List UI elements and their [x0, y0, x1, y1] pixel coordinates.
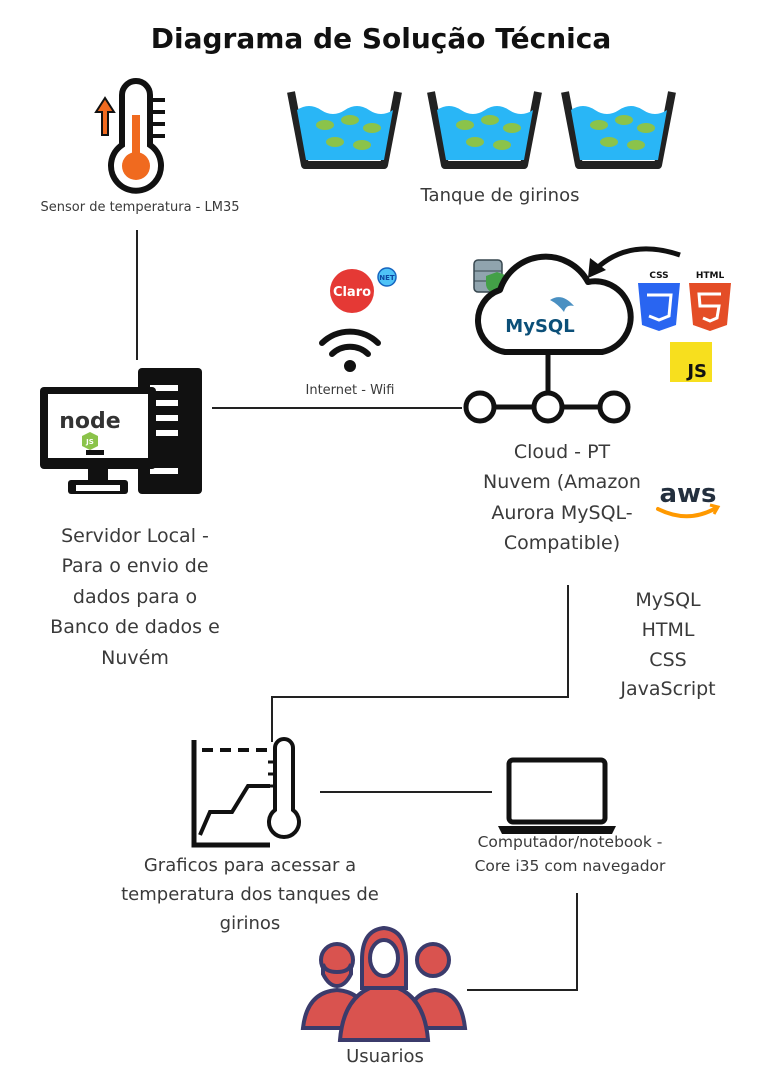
tadpole-tank-3 — [561, 91, 676, 169]
css-badge-text: CSS — [649, 271, 668, 281]
node-js-badge: JS — [85, 438, 94, 446]
html5-icon: HTML — [689, 271, 731, 331]
server-label: Servidor Local - Para o envio de dados p… — [20, 521, 250, 673]
computer-line-2: Core i35 com navegador — [474, 857, 666, 876]
server-line-2: Para o envio de — [61, 555, 209, 578]
tanks-label: Tanque de girinos — [420, 185, 580, 206]
charts-line-3: girinos — [219, 912, 281, 934]
computer-line-1: Computador/notebook - — [477, 833, 663, 851]
temperature-chart-icon — [191, 737, 301, 848]
connector-lines — [136, 230, 578, 991]
sensor-label: Sensor de temperatura - LM35 — [40, 200, 240, 215]
net-badge-text: NET — [379, 274, 395, 282]
cloud-label: Cloud - PT Nuvem (Amazon Aurora MySQL- C… — [462, 437, 662, 559]
cloud-line-2: Nuvem (Amazon — [483, 471, 641, 494]
tech-stack-list: MySQL HTML CSS JavaScript — [598, 586, 738, 705]
tadpole-tank-1 — [287, 91, 402, 169]
tech-stack-item: HTML — [641, 618, 695, 641]
tadpole-tank-2 — [427, 91, 542, 169]
cloud-line-3: Aurora MySQL- — [491, 501, 633, 524]
mysql-logo-text: MySQL — [505, 316, 574, 337]
tech-stack-item: CSS — [649, 648, 687, 671]
users-group-icon — [300, 925, 468, 1042]
users-label: Usuarios — [346, 1046, 424, 1067]
tech-stack-item: MySQL — [635, 589, 701, 611]
claro-text: Claro — [333, 285, 371, 300]
html-badge-text: HTML — [696, 271, 725, 281]
computer-to-users-line — [467, 893, 578, 991]
server-line-5: Nuvém — [101, 646, 169, 669]
internet-label: Internet - Wifi — [305, 383, 395, 398]
server-line-3: dados para o — [72, 585, 198, 608]
tech-stack-item: JavaScript — [620, 678, 716, 701]
server-computer-icon: node JS — [40, 368, 202, 494]
cloud-line-1: Cloud - PT — [513, 441, 611, 463]
thermometer-icon — [94, 78, 165, 194]
charts-line-2: temperatura dos tanques de — [121, 883, 379, 905]
cloud-icon: MySQL — [463, 253, 634, 424]
curved-arrow-icon — [588, 246, 681, 278]
server-line-4: Banco de dados e — [50, 616, 220, 639]
cloud-to-charts-line — [271, 585, 569, 742]
cloud-line-4: Compatible) — [503, 532, 621, 555]
charts-label: Graficos para acessar a temperatura dos … — [100, 852, 400, 938]
computer-label: Computador/notebook - Core i35 com naveg… — [440, 830, 700, 878]
wifi-icon — [319, 328, 381, 372]
diagram-title: Diagrama de Solução Técnica — [150, 22, 612, 55]
aws-logo-text: aws — [659, 479, 716, 509]
claro-net-logo: Claro NET — [330, 267, 397, 313]
javascript-icon: JS — [670, 342, 712, 382]
laptop-icon — [498, 757, 616, 834]
charts-line-1: Graficos para acessar a — [143, 855, 357, 876]
js-badge-text: JS — [685, 361, 707, 382]
server-line-1: Servidor Local - — [61, 525, 209, 547]
css3-icon: CSS — [638, 271, 680, 331]
node-logo-text: node — [59, 409, 120, 434]
aws-logo: aws — [656, 479, 721, 519]
